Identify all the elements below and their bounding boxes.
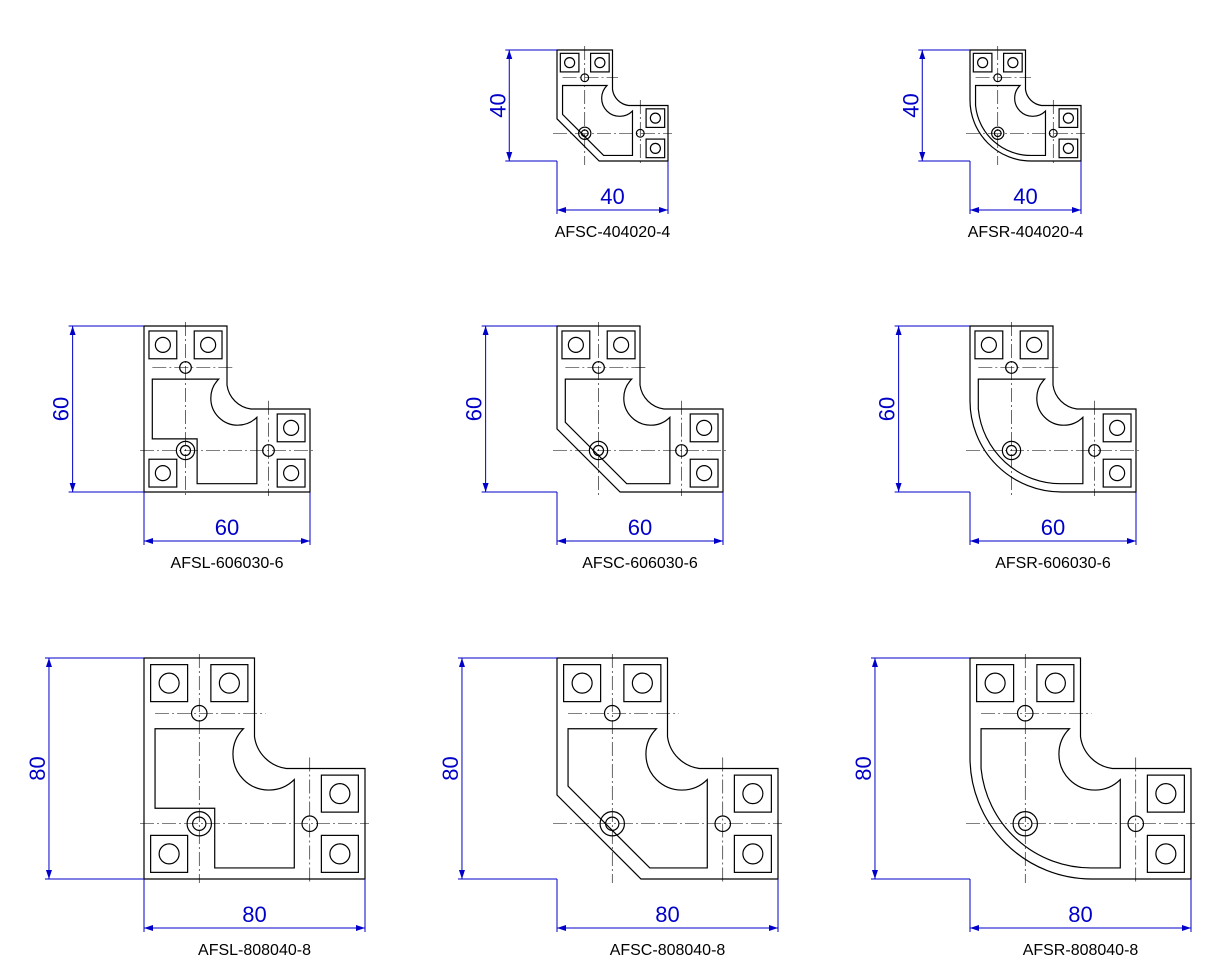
profile-cavity <box>974 84 1047 157</box>
part-number-label: AFSR-404020-4 <box>968 224 1084 241</box>
width-dimension: 80 <box>655 902 679 927</box>
profile-cavity <box>151 378 258 485</box>
height-dimension: 80 <box>851 756 876 780</box>
dimension-lines <box>870 657 1192 932</box>
width-dimension: 40 <box>600 184 624 209</box>
height-dimension: 40 <box>898 93 923 117</box>
part-number-label: AFSC-606030-6 <box>582 555 698 572</box>
profile-outline <box>556 325 724 493</box>
profile-outline <box>969 657 1192 880</box>
dimension-lines <box>481 325 724 545</box>
profile-cavity <box>154 728 295 869</box>
height-dimension: 80 <box>438 756 463 780</box>
part-number-label: AFSC-808040-8 <box>610 942 726 959</box>
part-number-label: AFSL-606030-6 <box>171 555 284 572</box>
height-dimension: 60 <box>49 397 74 421</box>
profile-cavity <box>567 728 708 869</box>
part-number-label: AFSL-808040-8 <box>198 942 311 959</box>
dimension-lines <box>894 325 1137 545</box>
width-dimension: 40 <box>1013 184 1037 209</box>
profile-outline <box>143 325 311 493</box>
part-number-label: AFSC-404020-4 <box>555 224 671 241</box>
width-dimension: 60 <box>215 515 239 540</box>
profile-cavity <box>561 84 634 157</box>
profile-outline <box>556 49 669 162</box>
profile-cavity <box>564 378 671 485</box>
width-dimension: 80 <box>1068 902 1092 927</box>
width-dimension: 80 <box>242 902 266 927</box>
profile-outline <box>969 49 1082 162</box>
dimension-lines <box>918 49 1082 214</box>
dimension-lines <box>44 657 366 932</box>
part-number-label: AFSR-606030-6 <box>995 555 1111 572</box>
part-number-label: AFSR-808040-8 <box>1023 942 1139 959</box>
height-dimension: 40 <box>485 93 510 117</box>
dimension-lines <box>505 49 669 214</box>
profile-outline <box>556 657 779 880</box>
width-dimension: 60 <box>628 515 652 540</box>
dimension-lines <box>68 325 311 545</box>
dimension-lines <box>457 657 779 932</box>
profile-cavity <box>980 728 1121 869</box>
width-dimension: 60 <box>1041 515 1065 540</box>
profile-cavity <box>977 378 1084 485</box>
profile-outline <box>143 657 366 880</box>
height-dimension: 60 <box>462 397 487 421</box>
profile-outline <box>969 325 1137 493</box>
height-dimension: 60 <box>875 397 900 421</box>
height-dimension: 80 <box>25 756 50 780</box>
